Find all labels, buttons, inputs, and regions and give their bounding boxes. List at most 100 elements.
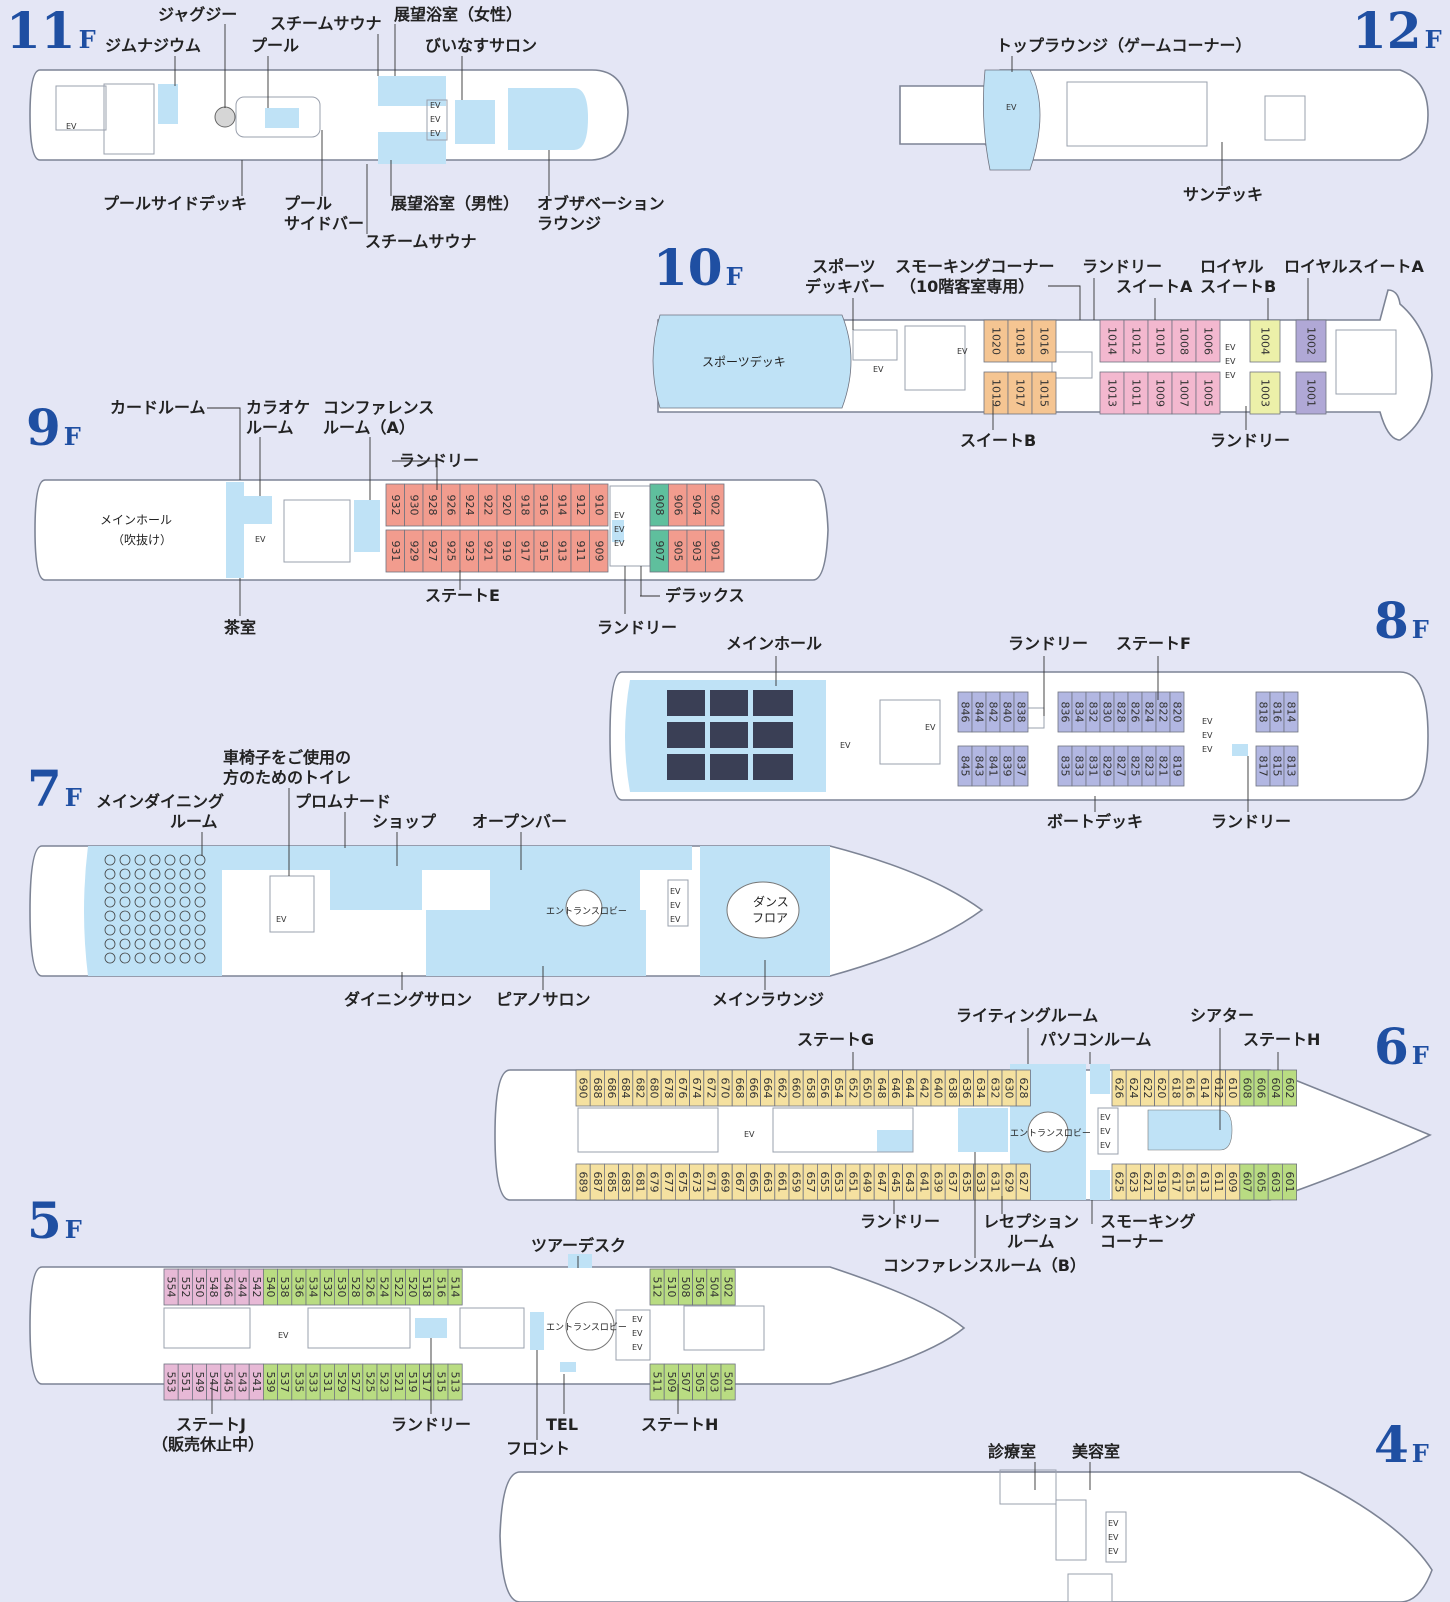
- label-smoking-6-2: コーナー: [1100, 1232, 1164, 1251]
- cabin-627: [1015, 1163, 1031, 1201]
- cabin-number: 839: [1001, 756, 1014, 777]
- cabin-number: 624: [1127, 1078, 1140, 1099]
- ev-label: EV: [1100, 1113, 1111, 1122]
- ev-label: EV: [1225, 343, 1236, 352]
- cabin-number: 626: [1113, 1078, 1126, 1099]
- cabin-1016: [1031, 319, 1057, 363]
- dining-table: [104, 896, 116, 908]
- floor-unit: F: [1411, 1041, 1429, 1070]
- cabin-513: [447, 1363, 463, 1401]
- cabin-number: 927: [426, 541, 439, 562]
- cabin-number: 617: [1169, 1172, 1182, 1193]
- label-main-hall-2: （吹抜け）: [112, 533, 172, 547]
- dining-table: [119, 910, 131, 922]
- ev-label: EV: [632, 1329, 643, 1338]
- cabin-number: 905: [671, 541, 684, 562]
- label-gymnasium: ジムナジウム: [105, 36, 201, 55]
- cabin-number: 685: [605, 1172, 618, 1193]
- cabin-number: 658: [804, 1078, 817, 1099]
- cabin-number: 666: [747, 1078, 760, 1099]
- cabin-number: 509: [665, 1372, 678, 1393]
- cabin-number: 670: [719, 1078, 732, 1099]
- label-sports-deck: スポーツデッキ: [702, 354, 786, 369]
- dining-table: [194, 882, 206, 894]
- label-steam-sauna-bottom: スチームサウナ: [365, 232, 477, 251]
- label-reception-1: レセプション: [983, 1212, 1079, 1231]
- cabin-number: 918: [518, 495, 531, 516]
- cabin-number: 1004: [1259, 327, 1272, 355]
- cabin-number: 923: [463, 541, 476, 562]
- cabin-number: 653: [832, 1172, 845, 1193]
- cabin-number: 535: [292, 1372, 305, 1393]
- label-pool-side-1: プール: [284, 194, 332, 213]
- cabin-number: 689: [577, 1172, 590, 1193]
- cabin-number: 616: [1184, 1078, 1197, 1099]
- label-laundry-8a: ランドリー: [1008, 634, 1088, 653]
- label-open-bar: オープンバー: [472, 812, 567, 831]
- ev-label: EV: [957, 347, 968, 356]
- cabin-number: 1017: [1014, 379, 1027, 407]
- cabin-number: 817: [1257, 756, 1270, 777]
- floor-number-value: 8: [1374, 591, 1409, 650]
- cabin-number: 618: [1169, 1078, 1182, 1099]
- cabin-number: 516: [434, 1277, 447, 1298]
- cabin-number: 541: [250, 1372, 263, 1393]
- cabin-602: [1282, 1069, 1298, 1107]
- cabin-number: 921: [481, 541, 494, 562]
- cabin-813: [1283, 745, 1299, 787]
- cabin-number: 641: [917, 1172, 930, 1193]
- cabin-number: 505: [693, 1372, 706, 1393]
- cabin-1003: [1249, 371, 1281, 415]
- cabin-501: [720, 1363, 736, 1401]
- label-suite-a: スイートA: [1116, 277, 1193, 296]
- dining-table: [194, 910, 206, 922]
- cabin-number: 623: [1127, 1172, 1140, 1193]
- cabin-number: 828: [1115, 702, 1128, 723]
- ev-label: EV: [1202, 717, 1213, 726]
- cabin-1012: [1123, 319, 1149, 363]
- ev-label: EV: [66, 122, 77, 131]
- cabin-number: 652: [846, 1078, 859, 1099]
- cabin-number: 813: [1285, 756, 1298, 777]
- cabin-number: 609: [1226, 1172, 1239, 1193]
- label-reception-2: ルーム: [1007, 1232, 1055, 1251]
- cabin-number: 835: [1059, 756, 1072, 777]
- dining-table: [149, 896, 161, 908]
- cabin-number: 925: [444, 541, 457, 562]
- dining-table: [179, 868, 191, 880]
- label-main-hall-1: メインホール: [100, 513, 172, 527]
- dining-table: [164, 938, 176, 950]
- label-observation-2: ラウンジ: [537, 214, 601, 233]
- cabin-number: 924: [463, 495, 476, 516]
- cabin-number: 686: [605, 1078, 618, 1099]
- cabin-number: 929: [407, 541, 420, 562]
- floor-unit: F: [64, 1215, 82, 1244]
- cabin-1008: [1171, 319, 1197, 363]
- dining-table: [194, 896, 206, 908]
- label-royal-2: スイートB: [1200, 277, 1276, 296]
- label-state-e: ステートE: [425, 586, 500, 605]
- cabin-number: 690: [577, 1078, 590, 1099]
- floor-number-value: 10: [653, 238, 723, 297]
- cabin-number: 904: [690, 495, 703, 516]
- label-tour-desk: ツアーデスク: [531, 1236, 626, 1255]
- ev-label: EV: [670, 915, 681, 924]
- cabin-number: 644: [903, 1078, 916, 1099]
- cabin-number: 908: [653, 495, 666, 516]
- dining-table: [164, 868, 176, 880]
- floor-unit: F: [1424, 25, 1442, 54]
- cabin-number: 636: [960, 1078, 973, 1099]
- deck-11: EV EV EV EV ジャグジー ジムナジウム プール スチームサウナ 展望浴…: [29, 5, 665, 251]
- cabin-number: 511: [651, 1372, 664, 1393]
- label-dance-2: フロア: [752, 911, 788, 925]
- cabin-number: 506: [693, 1277, 706, 1298]
- cabin-number: 920: [500, 495, 513, 516]
- cabin-number: 823: [1143, 756, 1156, 777]
- cabin-number: 1011: [1130, 379, 1143, 407]
- label-laundry-6: ランドリー: [860, 1212, 940, 1231]
- cabin-number: 546: [221, 1277, 234, 1298]
- label-piano-salon: ピアノサロン: [496, 990, 591, 1009]
